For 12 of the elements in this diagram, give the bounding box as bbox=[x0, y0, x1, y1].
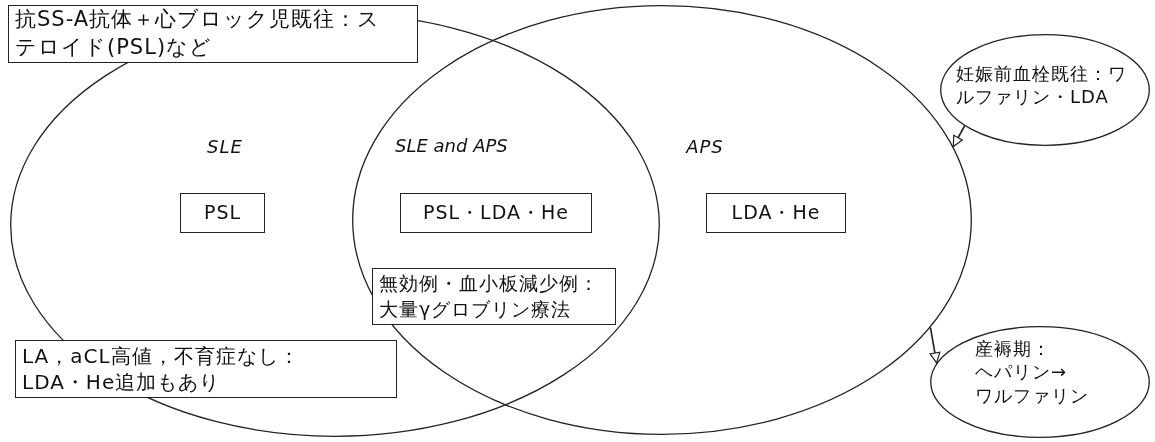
region-label: SLE bbox=[206, 135, 244, 159]
text-box: LDA・He bbox=[706, 193, 846, 233]
text-box: PSL・LDA・He bbox=[400, 193, 592, 233]
region-label: SLE and APS bbox=[395, 135, 508, 156]
text-box: PSL bbox=[180, 193, 265, 233]
text-box: 無効例・血小板減少例：大量γグロブリン療法 bbox=[372, 268, 616, 325]
region-label: APS bbox=[684, 135, 725, 159]
region-label: 妊娠前血栓既往：ワルファリン・LDA bbox=[956, 62, 1128, 109]
arrow bbox=[929, 326, 941, 364]
arrow bbox=[952, 125, 966, 148]
region-label: 産褥期：ヘパリン→ワルファリン bbox=[975, 337, 1090, 408]
text-box: 抗SS-A抗体＋心ブロック児既往：ステロイド(PSL)など bbox=[8, 5, 418, 63]
